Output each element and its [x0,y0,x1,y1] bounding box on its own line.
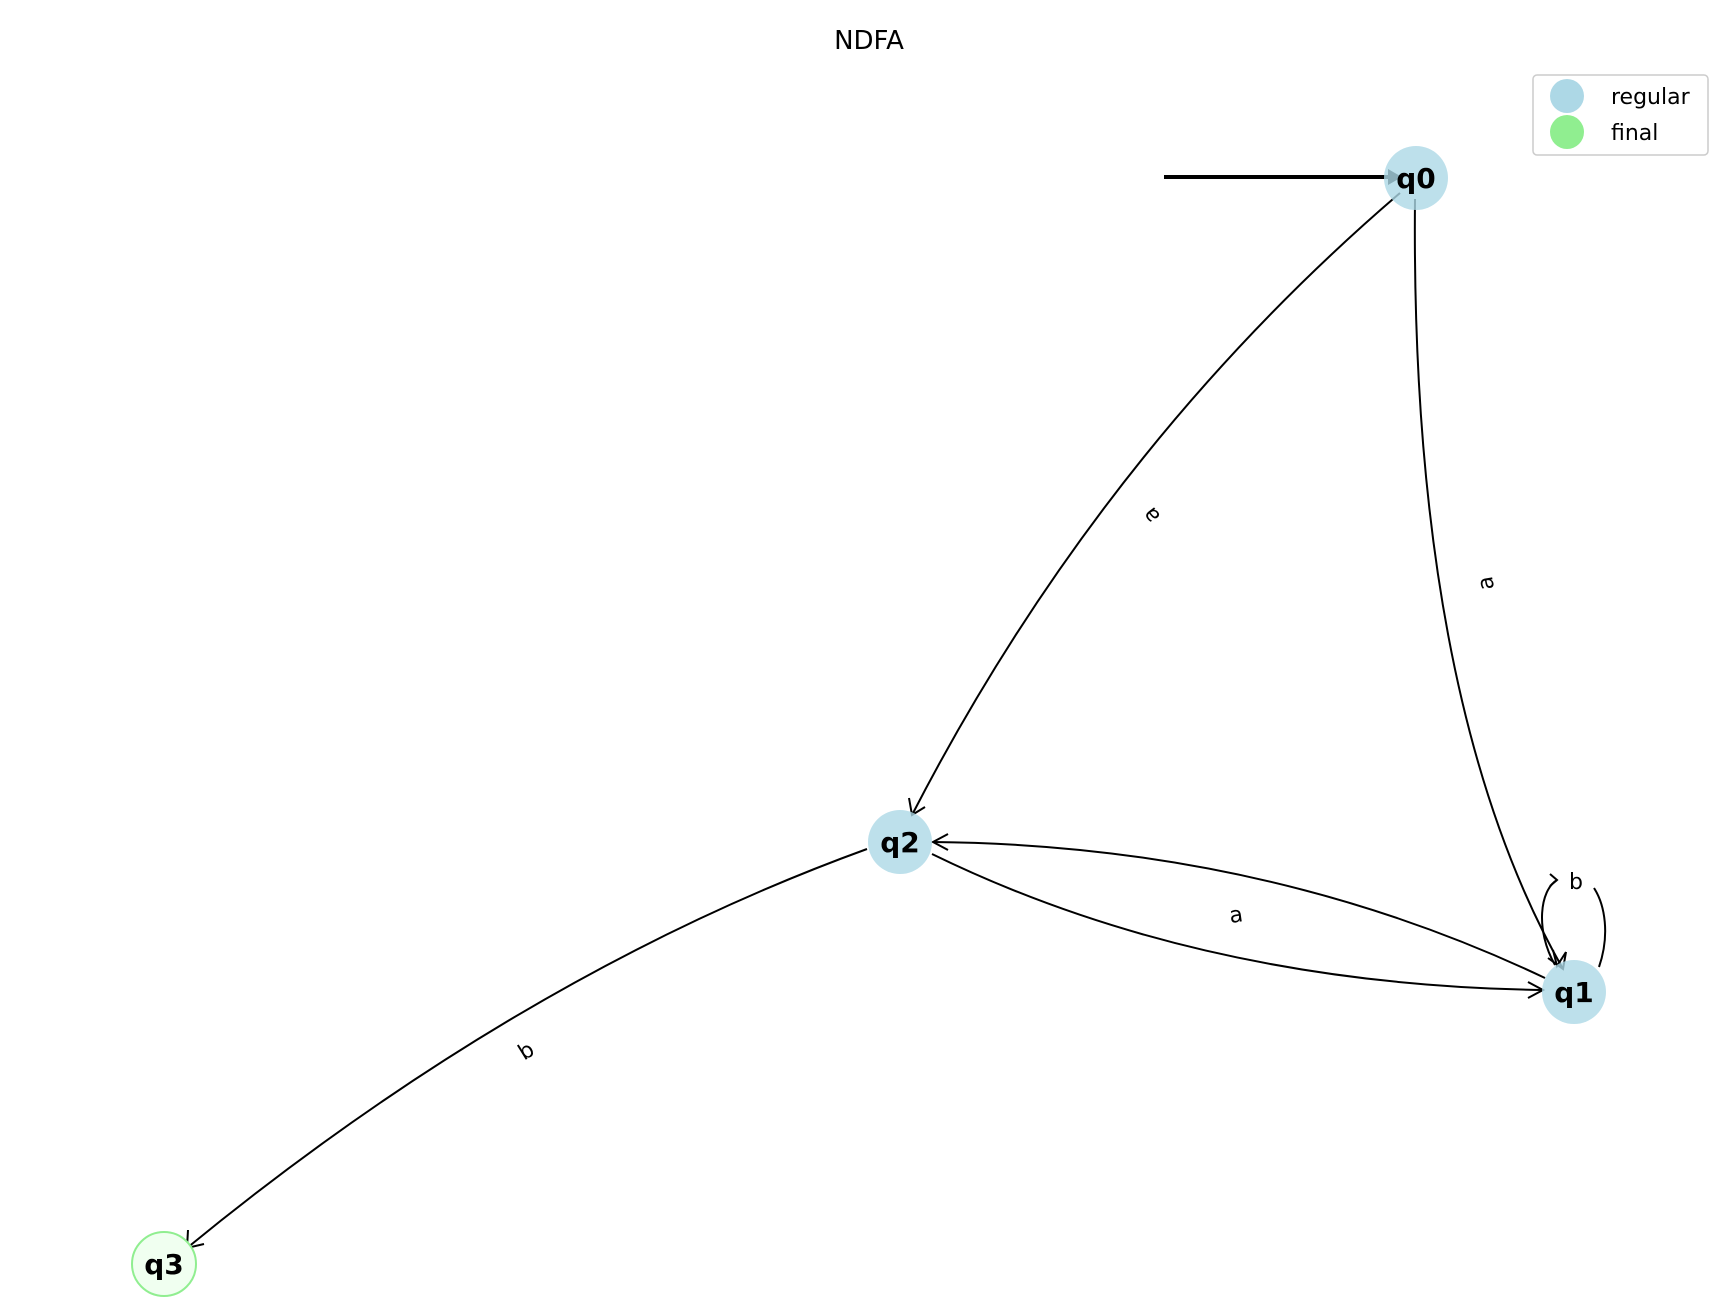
start-arrow [1164,169,1402,185]
edge-q0-q2-line [911,192,1401,816]
edge-q1-q2 [930,833,1546,979]
state-q0-label: q0 [1396,162,1436,195]
edge-q1-q1-arrowhead [1549,873,1559,887]
edge-q1-q1-line-right [1593,887,1607,968]
state-q3-circle [131,1231,197,1297]
legend-swatch-final [1550,115,1584,149]
edge-q2-q1: a [931,853,1546,999]
state-q0-circle [1384,146,1448,210]
legend-swatch-regular [1550,79,1584,113]
state-q1: q1 [1542,960,1606,1024]
state-q2-label: q2 [880,826,920,859]
edge-q0-q1-label: a [1473,574,1500,592]
edge-q2-q3-line [186,848,868,1249]
edge-q1-q1-label: b [1569,870,1583,895]
state-q1-label: q1 [1554,976,1594,1009]
edge-q0-q1: a [1413,198,1567,971]
legend-label-final: final [1611,121,1658,146]
edge-q0-q1-line [1413,198,1564,970]
edge-q0-q2-label: a [1138,502,1166,528]
edge-q1-q1: b [1541,870,1607,969]
diagram-title: NDFA [834,26,904,56]
edge-q1-q2-line [932,841,1546,979]
state-q1-circle [1542,960,1606,1024]
legend: regular final [1532,74,1709,156]
state-q3: q3 [131,1231,197,1297]
edge-q2-q3-label: b [514,1037,539,1066]
state-q0: q0 [1384,146,1448,210]
edge-q2-q1-label: a [1228,902,1245,929]
edge-q1-q2-arrowhead [930,833,949,851]
edge-q2-q3: b [185,848,868,1250]
edge-q0-q2: a [908,192,1401,817]
edges: a a a b [185,192,1607,1250]
state-q2-circle [868,810,932,874]
state-q2: q2 [868,810,932,874]
state-q3-label: q3 [144,1248,184,1281]
legend-label-regular: regular [1611,85,1691,110]
edge-q2-q1-line [931,853,1544,991]
nodes: q0 q1 q2 q3 [131,146,1606,1297]
